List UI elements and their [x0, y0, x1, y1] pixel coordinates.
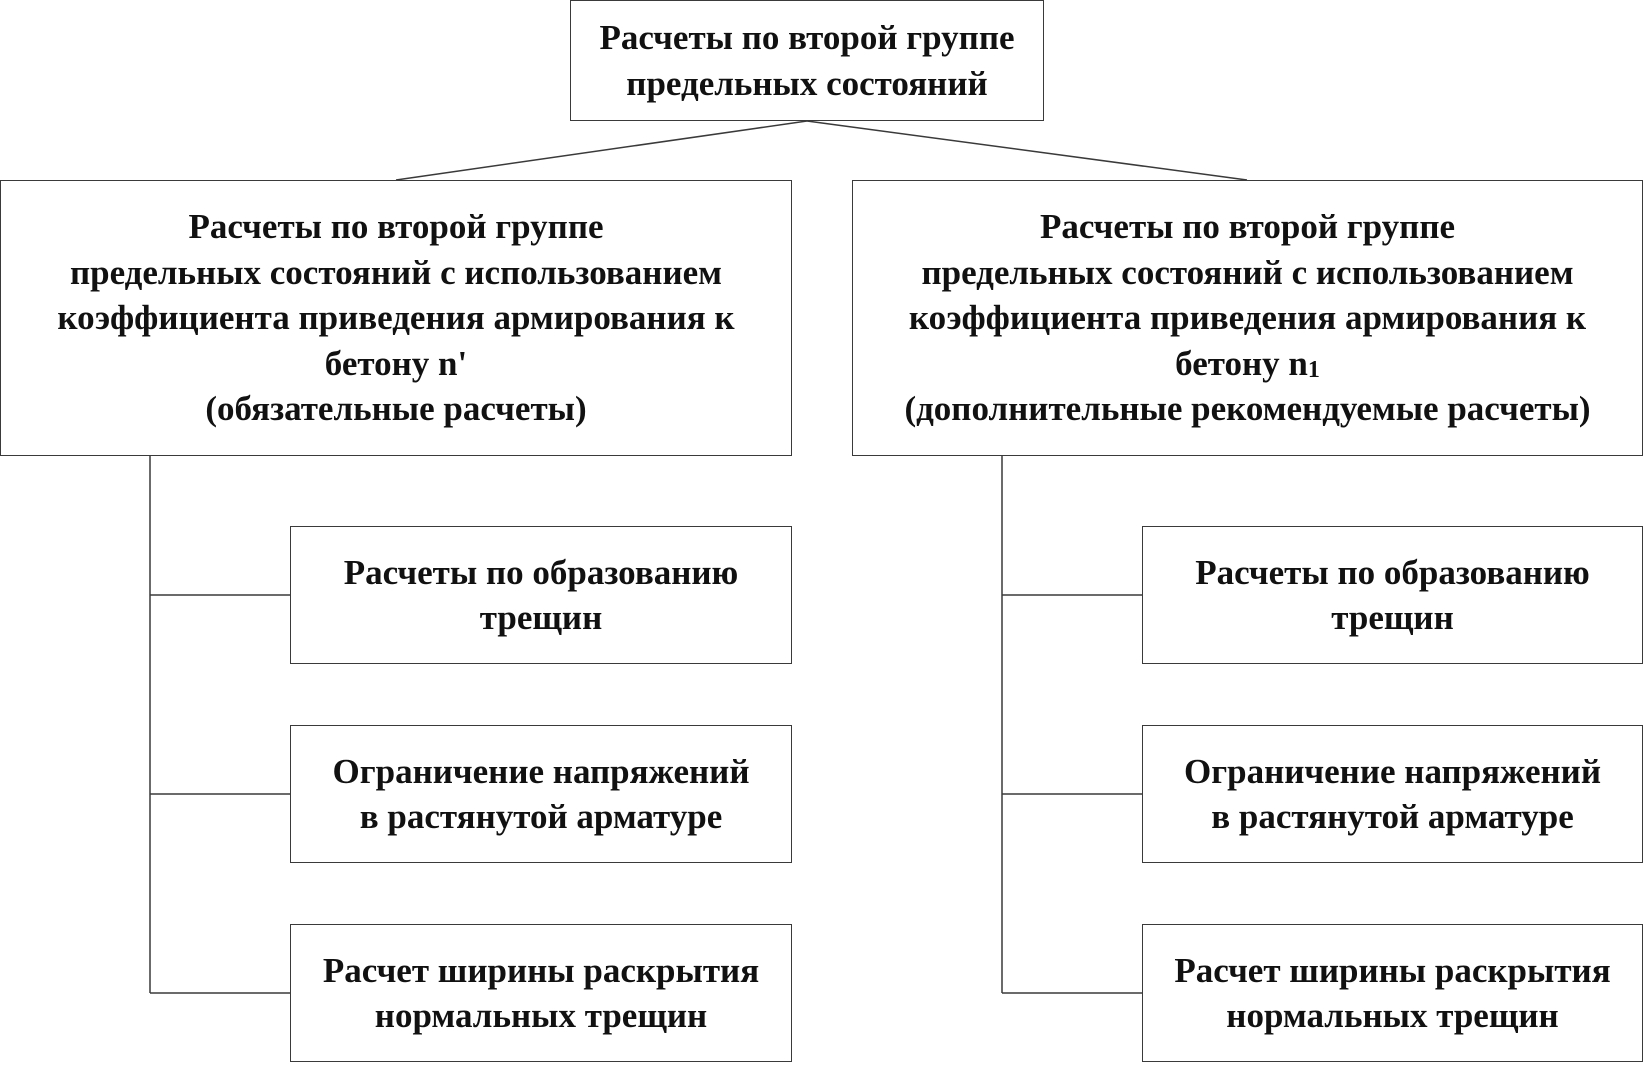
root-node: Расчеты по второй группе предельных сост…: [570, 0, 1044, 121]
left-child-1-label: Расчеты по образованию трещин: [343, 552, 739, 638]
right-child-stress-limit: Ограничение напряжений в растянутой арма…: [1142, 725, 1643, 863]
right-branch-label: Расчеты по второй группе предельных сост…: [909, 207, 1586, 383]
root-node-label: Расчеты по второй группе предельных сост…: [599, 18, 1015, 103]
right-branch-node: Расчеты по второй группе предельных сост…: [852, 180, 1643, 456]
right-child-2-label: Ограничение напряжений в растянутой арма…: [1183, 751, 1602, 837]
right-child-crack-width: Расчет ширины раскрытия нормальных трещи…: [1142, 924, 1643, 1062]
left-child-3-label: Расчет ширины раскрытия нормальных трещи…: [322, 950, 760, 1036]
left-branch-node: Расчеты по второй группе предельных сост…: [0, 180, 792, 456]
right-branch-label-wrap: Расчеты по второй группе предельных сост…: [904, 159, 1590, 478]
left-child-stress-limit: Ограничение напряжений в растянутой арма…: [290, 725, 792, 863]
right-child-1-label: Расчеты по образованию трещин: [1195, 552, 1590, 638]
right-branch-label-main: Расчеты по второй группе предельных сост…: [908, 207, 1587, 383]
right-child-3-label: Расчет ширины раскрытия нормальных трещи…: [1174, 950, 1611, 1036]
right-branch-label-subscript: 1: [1307, 356, 1320, 383]
right-child-crack-formation: Расчеты по образованию трещин: [1142, 526, 1643, 664]
connector-root-right: [806, 120, 1248, 181]
left-child-2-label: Ограничение напряжений в растянутой арма…: [332, 751, 750, 837]
left-branch-label: Расчеты по второй группе предельных сост…: [57, 207, 735, 429]
right-branch-note: (дополнительные рекомендуемые расчеты): [904, 389, 1591, 429]
left-child-crack-width: Расчет ширины раскрытия нормальных трещи…: [290, 924, 792, 1062]
connector-root-left: [395, 120, 808, 181]
left-child-crack-formation: Расчеты по образованию трещин: [290, 526, 792, 664]
